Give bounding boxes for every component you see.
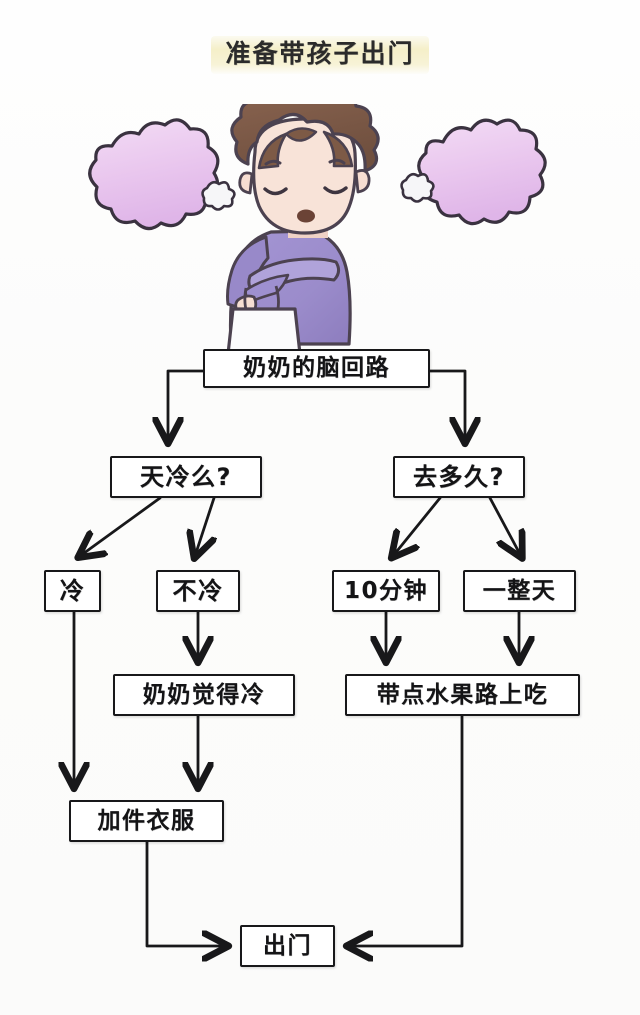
page-title-text: 准备带孩子出门 xyxy=(225,39,415,68)
thought-bubble-right-small-icon xyxy=(400,172,435,203)
left-eye-closed-icon xyxy=(263,187,288,196)
flow-node-grandma-feels-cold[interactable]: 奶奶觉得冷 xyxy=(113,674,295,716)
edge-root-to-dur-q xyxy=(428,369,465,441)
flow-node-bring-fruit-label: 带点水果路上吃 xyxy=(376,681,549,708)
flow-node-duration-question-label: 去多久? xyxy=(413,463,505,491)
thought-bubble-right-large-icon xyxy=(417,118,547,226)
flow-node-go-outside-label: 出门 xyxy=(263,932,312,959)
right-eyebrow xyxy=(328,158,346,165)
grandma-character-illustration xyxy=(0,104,640,354)
flow-node-cold[interactable]: 冷 xyxy=(44,570,101,612)
edge-dur-q-to-ten-min xyxy=(393,496,442,556)
edge-cold-q-to-not-cold xyxy=(195,496,214,556)
left-eyebrow xyxy=(264,159,282,166)
flow-node-ten-minutes[interactable]: 10分钟 xyxy=(332,570,440,612)
character-hair xyxy=(230,104,380,173)
flow-node-go-outside[interactable]: 出门 xyxy=(240,925,335,967)
page-title: 准备带孩子出门 xyxy=(0,36,640,74)
right-eye-closed-icon xyxy=(323,186,348,195)
flow-node-grandma-feels-cold-label: 奶奶觉得冷 xyxy=(142,681,266,708)
handbag-icon xyxy=(226,285,302,354)
edge-root-to-cold-q xyxy=(168,369,205,441)
flow-node-not-cold-label: 不冷 xyxy=(172,577,224,605)
flow-node-add-clothes[interactable]: 加件衣服 xyxy=(69,800,224,842)
edge-cold-q-to-cold xyxy=(80,496,162,556)
title-highlight: 准备带孩子出门 xyxy=(211,36,429,74)
flow-node-root-label: 奶奶的脑回路 xyxy=(243,355,390,381)
flow-node-all-day[interactable]: 一整天 xyxy=(463,570,576,612)
flow-node-add-clothes-label: 加件衣服 xyxy=(97,807,196,834)
edge-dur-q-to-all-day xyxy=(488,496,521,556)
flow-node-bring-fruit[interactable]: 带点水果路上吃 xyxy=(345,674,580,716)
mouth-icon xyxy=(297,209,315,223)
edge-fruit-to-go-out xyxy=(349,714,464,946)
flow-node-root[interactable]: 奶奶的脑回路 xyxy=(203,349,430,388)
thought-bubble-left-large-icon xyxy=(88,118,220,231)
flow-node-ten-minutes-label: 10分钟 xyxy=(343,577,428,604)
flow-node-duration-question[interactable]: 去多久? xyxy=(393,456,525,498)
flow-node-not-cold[interactable]: 不冷 xyxy=(156,570,240,612)
flow-node-cold-question[interactable]: 天冷么? xyxy=(110,456,262,498)
thought-bubble-left-small-icon xyxy=(201,180,236,211)
flow-node-all-day-label: 一整天 xyxy=(482,577,557,604)
flow-node-cold-question-label: 天冷么? xyxy=(140,463,232,491)
edge-add-cloth-to-go-out xyxy=(145,840,226,946)
flow-node-cold-label: 冷 xyxy=(59,577,86,605)
